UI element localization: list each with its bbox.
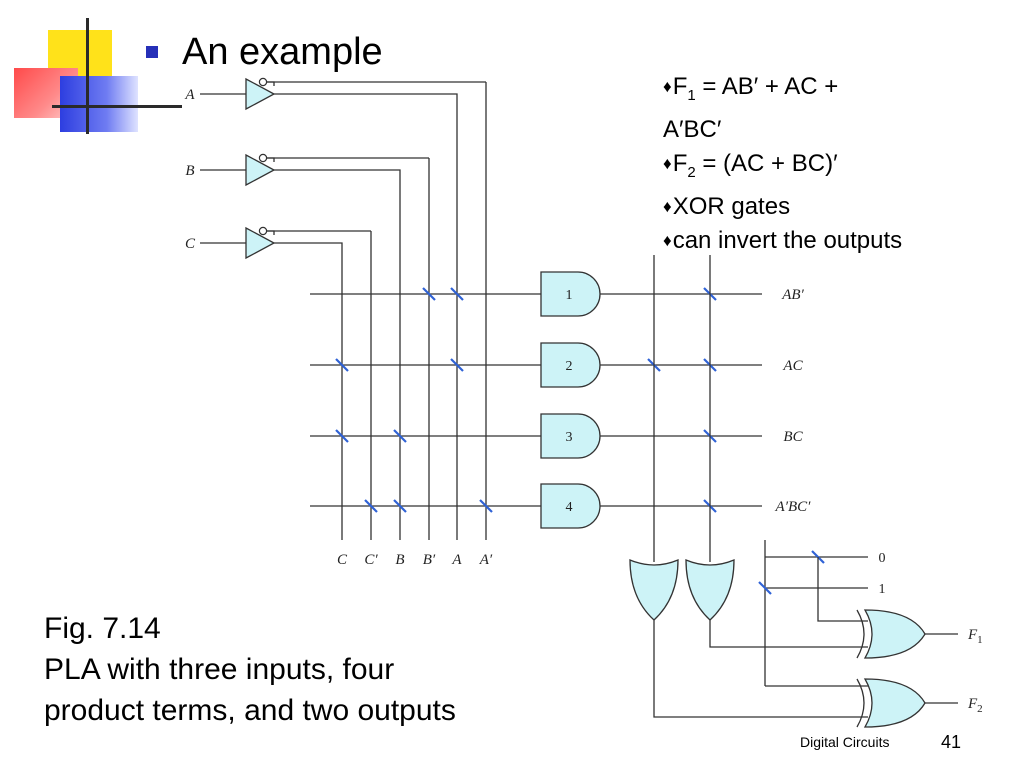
output-subscript: 2 (977, 703, 983, 715)
diamond-bullet-icon: ♦ (663, 153, 672, 173)
true-line (274, 242, 343, 540)
bullet-text: can invert the outputs (672, 226, 903, 254)
decor-vertical-line (86, 18, 89, 134)
diamond-bullet-icon: ♦ (663, 77, 672, 96)
and-gate-1 (540, 271, 601, 317)
xor-gate (863, 609, 926, 659)
output-label-F2: F2 (967, 696, 983, 715)
column-label-5: A′ (479, 552, 493, 568)
xor1-in-a (817, 557, 868, 622)
bullet-text: A′BC′ (663, 115, 722, 143)
subscript: 1 (687, 86, 696, 104)
fuse-mark (450, 287, 464, 301)
and-gate-4 (540, 483, 601, 529)
bullet-list: ♦F1 = AB′ + AC +A′BC′♦F2 = (AC + BC)′♦XO… (663, 70, 993, 258)
and-gate-3 (540, 413, 601, 459)
fuse-mark (335, 429, 349, 443)
caption-line-2: PLA with three inputs, four (44, 653, 395, 686)
constant-label-1: 1 (879, 582, 886, 597)
fuse-mark (393, 499, 407, 513)
and-gate-number: 4 (566, 500, 573, 515)
column-label-3: B′ (423, 552, 436, 568)
bullet-4-line-1: ♦can invert the outputs (663, 224, 993, 258)
slide-title: An example (182, 31, 383, 73)
product-term-label: A′BC′ (775, 499, 812, 515)
title-row: An example (146, 30, 383, 74)
bullet-3-line-1: ♦XOR gates (663, 190, 993, 224)
bullet-2-line-1: ♦F2 = (AC + BC)′ (663, 147, 993, 190)
bullet-text: = AB′ + AC + (695, 73, 839, 100)
xor-gate (863, 678, 926, 728)
bullet-text: F (672, 73, 688, 100)
product-term-label: AB′ (781, 287, 804, 303)
bullet-text: XOR gates (672, 192, 791, 220)
product-term-label: AC (782, 358, 803, 374)
xor1-in-b (709, 620, 868, 648)
or-gate (629, 559, 679, 621)
subscript: 2 (687, 163, 696, 181)
fuse-mark (479, 499, 493, 513)
and-gate-2 (540, 342, 601, 388)
bullet-text: F (672, 149, 688, 177)
buffer-gate (245, 226, 276, 260)
xor2-in-b (653, 620, 868, 718)
fuse-mark (422, 287, 436, 301)
output-label-F1: F1 (967, 627, 983, 646)
output-name: F (967, 627, 978, 643)
buffer-gate (245, 153, 276, 187)
product-term-label: BC (783, 429, 803, 445)
decor-horizontal-line (52, 105, 182, 108)
xor-input-arc (856, 678, 865, 728)
fuse-mark (450, 358, 464, 372)
inverter-bubble (258, 153, 268, 163)
or-gate (685, 559, 735, 621)
xor-input-arc (856, 609, 865, 659)
page-number: 41 (941, 732, 962, 752)
input-label-A: A (184, 87, 195, 103)
true-line (274, 93, 458, 540)
bullet-1-line-2: A′BC′ (663, 113, 993, 147)
fuse-mark (364, 499, 378, 513)
column-label-4: A (451, 552, 462, 568)
fuse-mark (758, 581, 772, 595)
buffer-gate (245, 77, 276, 111)
caption-line-3: product terms, and two outputs (44, 694, 456, 727)
true-line (274, 169, 401, 540)
bullet-1-line-1: ♦F1 = AB′ + AC + (663, 70, 993, 113)
footer-text: Digital Circuits (800, 734, 890, 750)
title-bullet-icon (146, 46, 158, 58)
constant-label-0: 0 (879, 551, 886, 566)
diamond-bullet-icon: ♦ (663, 196, 672, 216)
bullet-text: = (AC + BC)′ (695, 149, 838, 177)
inverter-bubble (258, 77, 268, 87)
decor-blue-square (60, 76, 138, 132)
input-label-B: B (185, 163, 194, 179)
caption-line-1: Fig. 7.14 (44, 612, 161, 645)
input-label-C: C (185, 236, 196, 252)
and-gate-number: 1 (566, 288, 573, 303)
column-label-1: C′ (364, 552, 378, 568)
column-label-2: B (395, 552, 404, 568)
diamond-bullet-icon: ♦ (663, 230, 672, 250)
and-gate-number: 3 (566, 430, 573, 445)
fuse-mark (393, 429, 407, 443)
output-subscript: 1 (977, 634, 983, 646)
output-name: F (967, 696, 978, 712)
inverter-bubble (258, 226, 268, 236)
figure-caption: Fig. 7.14 PLA with three inputs, four pr… (44, 608, 456, 731)
and-gate-number: 2 (566, 359, 573, 374)
column-label-0: C (337, 552, 348, 568)
fuse-mark (335, 358, 349, 372)
